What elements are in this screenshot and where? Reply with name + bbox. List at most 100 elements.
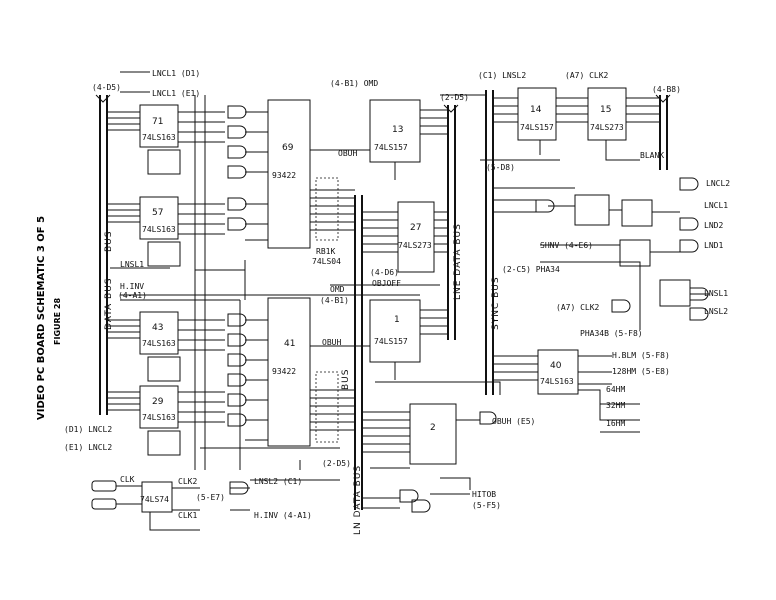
chip-69-part: 93422 [272, 171, 296, 180]
lnsl2-c1-label: LNSL2 (C1) [254, 477, 302, 486]
sync-bus-label: SYNC BUS [491, 276, 501, 330]
signal-labels: LNCL1 (D1) LNCL1 (E1) (D1) LNCL2 (E1) LN… [64, 69, 730, 502]
ref-5d8-label: (5-D8) [486, 163, 515, 172]
pha34-label: (2-C5) PHA34 [502, 265, 560, 274]
chip-29-id: 29 [152, 397, 164, 407]
ref-2d5-mid-label: (2-D5) [322, 459, 351, 468]
lne-bus: (2-D5) LNE DATA BUS [440, 93, 469, 340]
clk2-a7-top-label: (A7) CLK2 [565, 71, 609, 80]
chip-1-id: 1 [394, 315, 400, 325]
h16-label: 16HM [606, 419, 625, 428]
chip-15: 15 74LS273 [587, 87, 627, 141]
gates-left [227, 105, 247, 427]
chip-27: 27 74LS273 [397, 201, 435, 273]
chip-14: 14 74LS157 [517, 87, 557, 141]
chip-40: 40 74LS163 [537, 349, 579, 395]
schematic-title: VIDEO PC BOARD SCHEMATIC 3 OF 5 [36, 216, 47, 420]
lncl2-e1-label: (E1) LNCL2 [64, 443, 112, 452]
long-runs [120, 71, 560, 481]
lnsl2-out-label: LNSL2 [704, 307, 728, 316]
chip-2-wiring [362, 381, 501, 453]
lncl2-d1-label: (D1) LNCL2 [64, 425, 112, 434]
hinv-ref-label: (4-A1) [118, 291, 147, 300]
clk-label: CLK [120, 475, 135, 484]
sync-bus: SYNC BUS [485, 90, 501, 395]
ref-5e7-label: (5-E7) [196, 493, 225, 502]
chip-43-id: 43 [152, 323, 163, 333]
ref-2d5-label: (2-D5) [440, 93, 469, 102]
data-bus-left-label: DATA BUS [104, 277, 114, 330]
omd-top-label: (4-B1) OMD [330, 79, 378, 88]
latch-wiring [362, 211, 448, 253]
chip-41-id: 41 [284, 339, 295, 349]
pha34b-label: PHA34B (5-F8) [580, 329, 643, 338]
center-bus: LN DATA BUS BUS (2-D5) [322, 195, 363, 535]
chip-15-part: 74LS273 [590, 123, 624, 132]
clk2-out-label: CLK2 [178, 477, 197, 486]
blank-label: BLANK [640, 151, 664, 160]
shnv-label: SHNV (4-E6) [540, 241, 593, 250]
chip-1: 1 74LS157 [369, 299, 421, 363]
resistor-packs: RB1K 74LS04 [312, 177, 341, 443]
ls74-part-label: 74LS74 [140, 495, 169, 504]
ref-4d5-label: (4-D5) [92, 83, 121, 92]
bus-mid-label: BUS [341, 369, 351, 390]
chip-2-id: 2 [430, 423, 436, 433]
title-block: VIDEO PC BOARD SCHEMATIC 3 OF 5 FIGURE 2… [36, 216, 62, 420]
clk2-a7-mid-label: (A7) CLK2 [556, 303, 600, 312]
chip-43-part: 74LS163 [142, 339, 176, 348]
clk1-out-label: CLK1 [178, 511, 197, 520]
chip-43: 43 74LS163 [139, 311, 179, 355]
chip-27-part: 74LS273 [398, 241, 432, 250]
chip-13-id: 13 [392, 125, 403, 135]
lne-data-bus-label: LNE DATA BUS [453, 223, 463, 300]
bus-left-label: BUS [104, 231, 114, 252]
lnsl1-out-label: LNSL1 [704, 289, 728, 298]
chip-71-part: 74LS163 [142, 133, 176, 142]
lncl1-e1-label: LNCL1 (E1) [152, 89, 200, 98]
ln-data-bus-label: LN DATA BUS [353, 465, 363, 535]
resistor-pack-label: RB1K [316, 247, 335, 256]
objoff-ref-label: (4-D6) [370, 268, 399, 277]
chip-40-part: 74LS163 [540, 377, 574, 386]
chip-14-id: 14 [530, 105, 542, 115]
figure-number: FIGURE 28 [53, 298, 62, 345]
chip-14-part: 74LS157 [520, 123, 554, 132]
wiring-left [110, 95, 245, 470]
chip-57: 57 74LS163 [139, 196, 179, 240]
objoff-label: OBJOFF [372, 279, 401, 288]
chip-29: 29 74LS163 [139, 385, 179, 429]
chip-29-part: 74LS163 [142, 413, 176, 422]
hitob-label: HITOB [472, 490, 496, 499]
lncl1-out-label: LNCL1 [704, 201, 728, 210]
lnd1-label: LND1 [704, 241, 723, 250]
h32-label: 32HM [606, 401, 625, 410]
chip-69-id: 69 [282, 143, 294, 153]
omd-mid-ref-label: (4-B1) [320, 296, 349, 305]
ram-inputs [245, 111, 268, 441]
chip-27-id: 27 [410, 223, 421, 233]
h128-label: 128HM (5-E8) [612, 367, 670, 376]
left-bus-taps [107, 111, 140, 411]
lncl2-out-label: LNCL2 [706, 179, 730, 188]
right-flipflops [493, 177, 710, 330]
chip-40-wiring [493, 355, 640, 433]
chip-13-part: 74LS157 [374, 143, 408, 152]
obuh-low-label: OBUH (E5) [492, 417, 535, 426]
chip-2: 2 [409, 403, 457, 465]
hinv-out-label: H.INV (4-A1) [254, 511, 312, 520]
chip-41: 41 93422 [267, 297, 311, 447]
hinv-label: H.INV [120, 282, 144, 291]
left-data-bus: (4-D5) DATA BUS BUS [92, 83, 121, 415]
obuh-top-label: OBUH [338, 149, 357, 158]
lnsl1-label: LNSL1 [120, 260, 144, 269]
chip-71-id: 71 [152, 117, 163, 127]
inverter-part-label: 74LS04 [312, 257, 341, 266]
chip-13: 13 74LS157 [369, 99, 421, 163]
omd-mid-label: OMD [330, 285, 345, 294]
top-right-wiring [493, 94, 671, 170]
lncl-d1-label: LNCL1 (D1) [152, 69, 200, 78]
chip-57-part: 74LS163 [142, 225, 176, 234]
chip-69: 69 93422 [267, 99, 311, 249]
